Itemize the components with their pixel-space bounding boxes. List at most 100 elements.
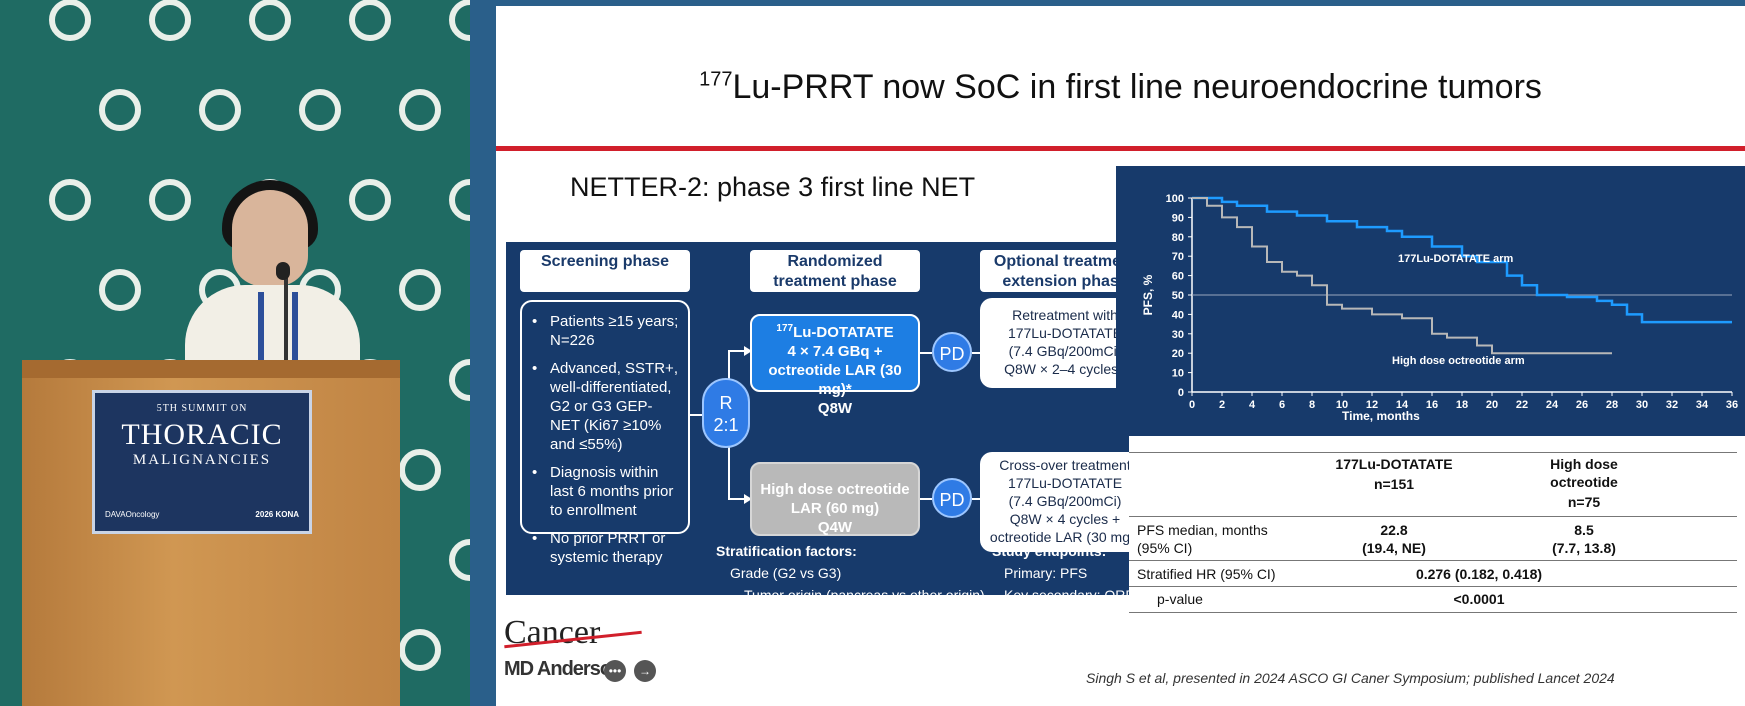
connector-line [728, 498, 750, 500]
presentation-slide: 177Lu-PRRT now SoC in first line neuroen… [496, 6, 1745, 706]
x-tick-label: 28 [1606, 399, 1618, 411]
x-tick-label: 10 [1336, 399, 1348, 411]
lanyard [258, 292, 298, 366]
stratification-factors: Stratification factors: Grade (G2 vs G3)… [716, 543, 985, 603]
y-tick-label: 70 [1172, 251, 1184, 263]
hr-value: 0.276 (0.182, 0.418) [1415, 566, 1543, 582]
table-rule [1129, 452, 1737, 453]
criteria-item: No prior PRRT or systemic therapy [532, 529, 680, 567]
table-rule [1129, 560, 1737, 561]
row-pfs-label-ci: (95% CI) [1137, 540, 1193, 556]
sign-sub-text: MALIGNANCIES [132, 452, 272, 468]
more-options-icon[interactable]: ••• [604, 660, 626, 682]
podium-sign: 5TH SUMMIT ON THORACIC MALIGNANCIES DAVA… [92, 390, 312, 534]
citation: Singh S et al, presented in 2024 ASCO GI… [1086, 670, 1615, 686]
x-tick-label: 30 [1636, 399, 1648, 411]
y-tick-label: 20 [1172, 348, 1184, 360]
arrow-icon [744, 346, 752, 356]
backdrop-logo-icon [149, 179, 191, 221]
y-tick-label: 40 [1172, 309, 1184, 321]
y-tick-label: 0 [1178, 387, 1184, 399]
table-rule [1129, 516, 1737, 517]
col-oct-n: n=75 [1567, 494, 1601, 510]
arm-octreotide: High dose octreotide LAR (60 mg) Q4W [750, 462, 920, 536]
legend-octreotide: High dose octreotide arm [1392, 355, 1525, 367]
x-tick-label: 26 [1576, 399, 1588, 411]
y-tick-label: 60 [1172, 271, 1184, 283]
slide-subtitle: NETTER-2: phase 3 first line NET [570, 172, 976, 202]
row-hr-label: Stratified HR (95% CI) [1137, 566, 1276, 582]
y-tick-label: 100 [1166, 193, 1184, 205]
x-tick-label: 6 [1279, 399, 1285, 411]
pd-circle: PD [932, 332, 972, 372]
backdrop-logo-icon [449, 539, 470, 581]
connector-line [690, 414, 704, 416]
y-tick-label: 80 [1172, 232, 1184, 244]
slide-title: 177Lu-PRRT now SoC in first line neuroen… [496, 68, 1745, 107]
backdrop-logo-icon [399, 269, 441, 311]
connector-line [728, 350, 750, 352]
x-tick-label: 24 [1546, 399, 1559, 411]
backdrop-logo-icon [349, 179, 391, 221]
backdrop-logo-icon [449, 179, 470, 221]
connector-line [972, 352, 980, 354]
series-line-octreotide [1192, 197, 1612, 355]
results-table: 177Lu-DOTATATE n=151 High dose octreotid… [1129, 436, 1745, 656]
microphone-icon [276, 262, 290, 280]
crossover-box: Cross-over treatment 177Lu-DOTATATE (7.4… [980, 452, 1150, 552]
backdrop-logo-icon [49, 179, 91, 221]
backdrop-logo-icon [399, 449, 441, 491]
randomization-circle: R 2:1 [702, 378, 750, 448]
series-line-lutetium [1192, 196, 1732, 324]
x-tick-label: 20 [1486, 399, 1498, 411]
connector-line [920, 498, 932, 500]
speaker-face [232, 190, 308, 286]
row-pfs-label: PFS median, months [1137, 522, 1268, 538]
sign-logo: DAVAOncology [105, 510, 160, 519]
connector-line [972, 498, 980, 500]
table-rule [1129, 586, 1737, 587]
x-tick-label: 36 [1726, 399, 1738, 411]
col-lu-header: 177Lu-DOTATATE [1335, 456, 1453, 472]
study-design-panel: Screening phase Randomized treatment pha… [506, 242, 1194, 603]
y-tick-label: 50 [1172, 290, 1184, 302]
x-tick-label: 32 [1666, 399, 1678, 411]
sign-top-text: 5TH SUMMIT ON [156, 403, 248, 414]
y-tick-label: 30 [1172, 329, 1184, 341]
x-axis-label: Time, months [1342, 409, 1420, 423]
arrow-icon [744, 494, 752, 504]
next-slide-icon[interactable]: → [634, 660, 656, 682]
x-tick-label: 22 [1516, 399, 1528, 411]
criteria-item: Patients ≥15 years; N=226 [532, 312, 680, 350]
connector-line [920, 352, 932, 354]
microphone-stand [284, 268, 288, 368]
backdrop-logo-icon [149, 0, 191, 41]
backdrop-logo-icon [99, 269, 141, 311]
header-screening: Screening phase [520, 250, 690, 292]
backdrop-logo-icon [99, 89, 141, 131]
backdrop-logo-icon [49, 0, 91, 41]
backdrop-logo-icon [299, 89, 341, 131]
row-pvalue-label: p-value [1157, 591, 1203, 607]
x-tick-label: 0 [1189, 399, 1195, 411]
title-divider [496, 146, 1745, 151]
col-oct-header2: octreotide [1550, 474, 1618, 490]
y-axis-label: PFS, % [1141, 274, 1155, 315]
pfs-oct-value: 8.5 [1574, 522, 1594, 538]
camera-view: 5TH SUMMIT ON THORACIC MALIGNANCIES DAVA… [0, 0, 470, 706]
sign-main-text: THORACIC [121, 418, 283, 451]
x-tick-label: 8 [1309, 399, 1315, 411]
title-superscript: 177 [699, 68, 733, 91]
backdrop-logo-icon [399, 629, 441, 671]
x-tick-label: 16 [1426, 399, 1438, 411]
backdrop-logo-icon [199, 89, 241, 131]
title-text: Lu-PRRT now SoC in first line neuroendoc… [732, 68, 1542, 106]
table-rule [1129, 612, 1737, 613]
pd-circle: PD [932, 478, 972, 518]
x-tick-label: 34 [1696, 399, 1709, 411]
y-tick-label: 90 [1172, 212, 1184, 224]
x-tick-label: 14 [1396, 399, 1409, 411]
header-randomized: Randomized treatment phase [750, 250, 920, 292]
md-anderson-text: MD Anderson [504, 658, 623, 680]
